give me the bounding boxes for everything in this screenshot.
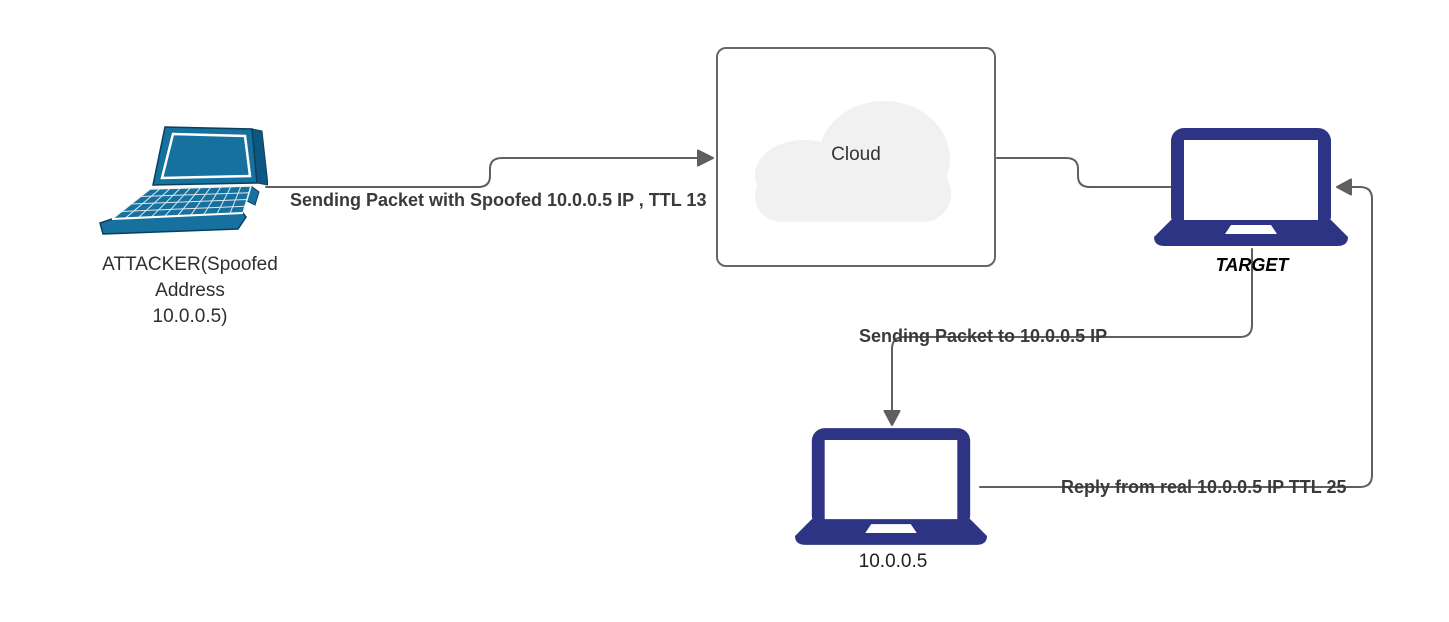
edge-spoofed-packet-line [265, 157, 700, 188]
edge-packet-to-real-line [891, 248, 1253, 412]
attacker-label: ATTACKER(Spoofed Address 10.0.0.5) [102, 254, 278, 327]
cloud-box: Cloud [716, 47, 996, 267]
cloud-icon [755, 101, 951, 222]
edge-packet-to-real-label: Sending Packet to 10.0.0.5 IP [859, 326, 1108, 346]
edge-packet-to-real-arrowhead [883, 410, 901, 426]
real-host-label: 10.0.0.5 [858, 551, 928, 572]
cloud-label: Cloud [831, 144, 881, 165]
target-label: TARGET [1215, 255, 1289, 275]
edge-spoofed-packet-label: Sending Packet with Spoofed 10.0.0.5 IP … [290, 190, 707, 210]
edge-reply-from-real-label: Reply from real 10.0.0.5 IP TTL 25 [1061, 477, 1347, 497]
attacker-laptop-icon [99, 126, 268, 235]
edge-reply-from-real-line [979, 186, 1373, 488]
real-host-laptop-icon [795, 428, 987, 545]
edge-reply-from-real-arrowhead [1336, 178, 1352, 196]
target-laptop-icon [1154, 128, 1348, 246]
edge-spoofed-packet-arrowhead [697, 149, 714, 167]
edge-cloud-to-target-line [996, 157, 1174, 188]
